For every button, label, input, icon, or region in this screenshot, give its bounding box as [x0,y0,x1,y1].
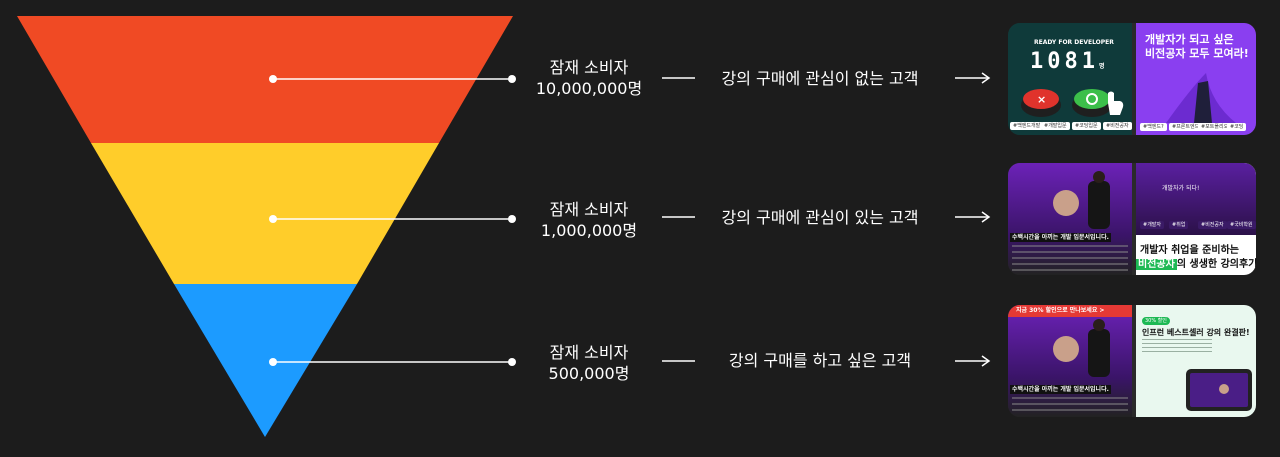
o-button-icon [1074,89,1110,109]
tag-chip: #개발입문 [1041,122,1070,130]
promo-banner: 지금 30% 할인으로 만나보세요 > [1008,305,1132,317]
discount-badge: 30% 할인 [1142,317,1170,325]
tag-chip: #코딩입문 [1072,122,1101,130]
ad-thumbnail-bottom-left: 지금 30% 할인으로 만나보세요 > 수백시간을 아끼는 개발 입문서입니다. [1008,305,1132,417]
illustration [1166,73,1236,123]
count-number: 1081명 [1030,49,1105,74]
tier-bottom-description: 강의 구매를 하고 싶은 고객 [728,351,912,370]
connector-dot-start-top [269,75,277,83]
funnel-tier-bottom [174,284,357,437]
count-line2: 10,000,000명 [535,79,643,98]
tier-top-count: 잠재 소비자 10,000,000명 [519,57,659,99]
tag-chip: #프론트엔드? [1169,123,1205,131]
tag-chip: #국비학원 [1227,221,1256,229]
arrow-right-icon [955,355,991,367]
tag-chip: #비전공자 [1198,221,1227,229]
count-line1: 잠재 소비자 [549,58,629,77]
highlight-word: 비전공자 [1136,259,1177,270]
headline: 인프런 베스트셀러 강의 완결판! [1142,328,1250,337]
headline-line2: 비전공자 모두 모여라! [1145,47,1249,60]
tier-middle-count: 잠재 소비자 1,000,000명 [519,199,659,241]
ad-thumbnail-middle-left: 수백시간을 아끼는 개발 입문서입니다. [1008,163,1132,275]
pointer-hand-icon [1108,91,1124,115]
caption-body [1012,397,1128,415]
connector-dot-start-middle [269,215,277,223]
ready-heading: READY FOR DEVELOPER [1034,39,1114,46]
tablet-image [1186,369,1252,411]
connector-dot-end-bottom [508,358,516,366]
tier-middle-description: 강의 구매에 관심이 있는 고객 [721,208,919,227]
ad-thumbnail-middle-right: 개발자가 되다! #개발자#취업#비전공자#국비학원 개발자 취업을 준비하는 … [1136,163,1256,275]
count-unit: 명 [1098,63,1105,70]
speaker-photo [1053,319,1110,377]
ad-thumbnail-top-left: READY FOR DEVELOPER 1081명 × #백엔드개발#개발입문#… [1008,23,1132,135]
small-headline: 개발자가 되다! [1162,185,1200,192]
funnel-tier-top [17,16,513,143]
arrow-right-icon [955,211,991,223]
caption: 수백시간을 아끼는 개발 입문서입니다. [1010,233,1111,242]
tag-chip: #취업 [1169,221,1189,229]
headline-line1: 개발자 취업을 준비하는 [1140,245,1239,256]
ad-thumbnail-top: READY FOR DEVELOPER 1081명 × #백엔드개발#개발입문#… [1008,23,1256,135]
body-lines [1142,339,1212,353]
tag-chip: #백엔드? [1140,123,1167,131]
count-line2: 1,000,000명 [540,221,638,240]
count-line2: 500,000명 [548,364,630,383]
caption-body [1012,245,1128,271]
ad-thumbnail-top-right: 개발자가 되고 싶은 비전공자 모두 모여라! #백엔드?#프론트엔드?#포트폴… [1136,23,1256,135]
tag-chip: #코딩 [1227,123,1247,131]
caption: 수백시간을 아끼는 개발 입문서입니다. [1010,385,1111,394]
arrow-right-icon [955,72,991,84]
count-line1: 잠재 소비자 [549,200,629,219]
ad-thumbnail-middle: 수백시간을 아끼는 개발 입문서입니다. 개발자가 되다! #개발자 #취업 #비전… [1008,163,1256,275]
connector-dot-start-bottom [269,358,277,366]
tag-chip: #개발자 [1140,221,1164,229]
tag-chip: #백엔드개발 [1010,122,1044,130]
funnel-tier-middle [91,143,439,284]
connector-dot-end-middle [508,215,516,223]
tier-bottom-count: 잠재 소비자 500,000명 [519,342,659,384]
quiz-buttons: × [1021,89,1124,117]
ad-thumbnail-bottom-right: 30% 할인 인프런 베스트셀러 강의 완결판! [1136,305,1256,417]
ad-thumbnail-bottom: 지금 30% 할인으로 만나보세요 > 수백시간을 아끼는 개발 입문서입니다.… [1008,305,1256,417]
connector-dot-end-top [508,75,516,83]
speaker-photo [1053,171,1110,229]
tag-chip: #포트폴리오 [1198,123,1232,131]
tag-chip: #비전공자 [1103,122,1132,130]
x-button-icon [1023,89,1059,109]
headline-line1: 개발자가 되고 싶은 [1145,33,1234,46]
svg-text:×: × [1037,93,1046,106]
headline-rest: 의 생생한 강의후기 [1176,259,1256,270]
tier-top-description: 강의 구매에 관심이 없는 고객 [721,69,919,88]
count-line1: 잠재 소비자 [549,343,629,362]
